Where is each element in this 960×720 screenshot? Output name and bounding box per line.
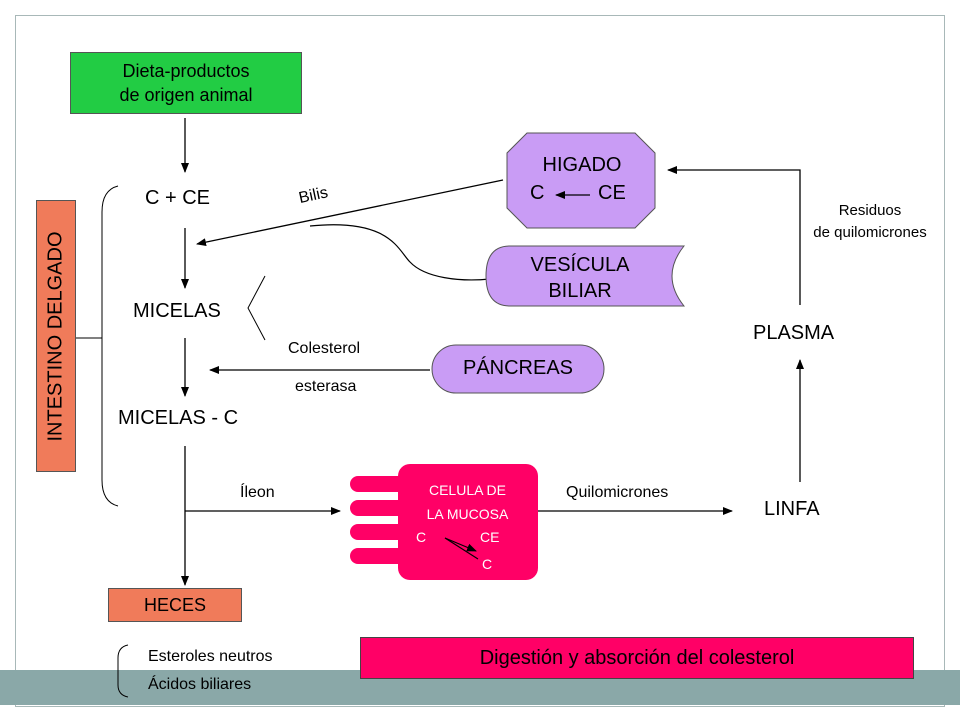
c-ce-label: C + CE bbox=[145, 187, 211, 209]
celula-c: C bbox=[416, 529, 427, 545]
heces-item-acidos: Ácidos biliares bbox=[148, 676, 252, 693]
heces-label: HECES bbox=[143, 594, 206, 615]
celula-ce: CE bbox=[480, 529, 500, 545]
ileon-label: Íleon bbox=[240, 484, 275, 501]
higado-shape bbox=[506, 132, 656, 229]
plasma-label: PLASMA bbox=[753, 322, 835, 344]
arrow-plasma-to-higado bbox=[667, 166, 801, 305]
residuos-line-1: Residuos bbox=[838, 202, 902, 219]
microvillus bbox=[350, 524, 410, 540]
mucosa-arrow-to-c bbox=[444, 537, 479, 560]
heces-item-esteroles: Esteroles neutros bbox=[148, 648, 273, 665]
esterasa-label: esterasa bbox=[295, 378, 357, 395]
celula-line-2: LA MUCOSA bbox=[426, 506, 509, 522]
micelas-bracket bbox=[247, 275, 266, 341]
slide-frame bbox=[15, 15, 945, 707]
page-title: Digestión y absorción del colesterol bbox=[479, 646, 795, 669]
microvillus bbox=[350, 476, 410, 492]
micelas-c-label: MICELAS - C bbox=[118, 407, 239, 429]
vesicula-line-2: BILIAR bbox=[548, 280, 612, 302]
intestine-brace bbox=[101, 185, 119, 507]
intestine-label: INTESTINO DELGADO bbox=[44, 230, 67, 442]
mucosa-arrow-to-ce bbox=[444, 537, 477, 552]
pancreas-shape bbox=[431, 344, 605, 394]
celula-c2: C bbox=[482, 556, 493, 572]
diet-line-1: Dieta-productos bbox=[122, 61, 250, 81]
residuos-line-2: de quilomicrones bbox=[813, 224, 927, 241]
microvillus bbox=[350, 500, 410, 516]
residuos-label: Residuos de quilomicrones bbox=[800, 200, 940, 244]
diet-line-2: de origen animal bbox=[119, 85, 253, 105]
diet-box: Dieta-productos de origen animal bbox=[70, 52, 302, 114]
vesicula-shape bbox=[485, 245, 686, 307]
microvillus bbox=[350, 548, 410, 564]
mucosa-cell-body bbox=[398, 464, 538, 580]
pancreas-label: PÁNCREAS bbox=[462, 357, 574, 379]
micelas-label: MICELAS bbox=[133, 300, 221, 322]
vesicula-label: VESÍCULA BILIAR bbox=[500, 252, 660, 304]
quilomicrones-label: Quilomicrones bbox=[566, 484, 669, 501]
heces-box: HECES bbox=[108, 588, 242, 622]
colesterol-label: Colesterol bbox=[288, 340, 361, 357]
higado-c: C bbox=[530, 182, 545, 204]
arrow-bilis bbox=[196, 179, 504, 247]
celula-line-1: CELULA DE bbox=[428, 482, 507, 498]
vesicula-connector bbox=[309, 224, 491, 281]
title-box: Digestión y absorción del colesterol bbox=[360, 637, 914, 679]
higado-ce: CE bbox=[598, 182, 626, 204]
heces-brace bbox=[117, 644, 129, 698]
higado-title: HIGADO bbox=[542, 154, 622, 176]
vesicula-line-1: VESÍCULA bbox=[530, 254, 630, 276]
intestine-label-box: INTESTINO DELGADO bbox=[36, 200, 76, 472]
linfa-label: LINFA bbox=[764, 498, 820, 520]
